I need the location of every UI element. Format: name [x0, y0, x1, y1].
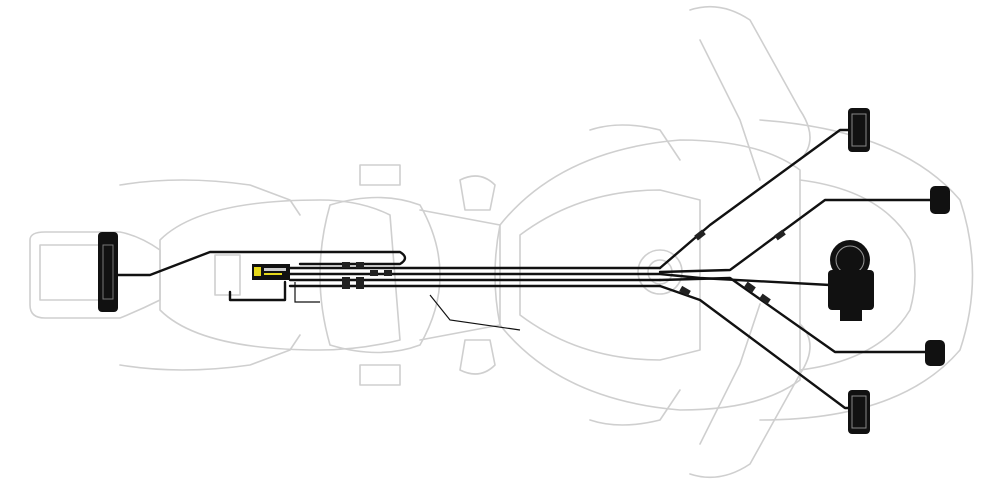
wiring-harness	[108, 128, 937, 410]
horn	[828, 240, 874, 321]
motorcycle-outline	[29, 5, 974, 479]
controller-module	[252, 264, 290, 280]
front-light-top	[848, 108, 870, 152]
front-light-bottom	[848, 390, 870, 434]
rear-light-bar	[98, 232, 118, 312]
front-light-upper-right	[930, 186, 950, 214]
front-light-lower-right	[925, 340, 945, 366]
